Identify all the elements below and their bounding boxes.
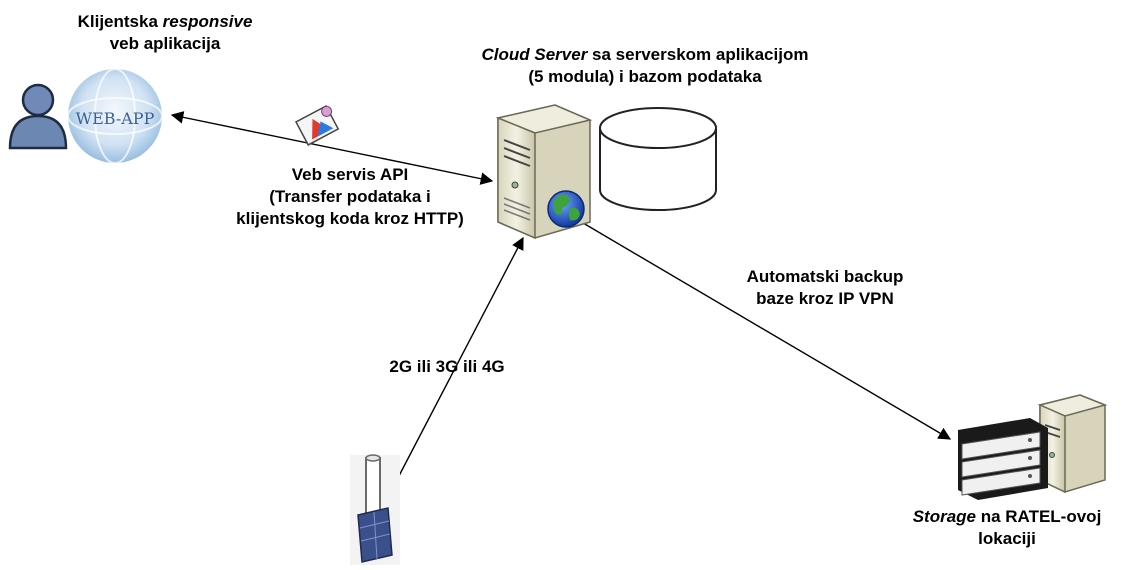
cloud-title-line2: (5 modula) i bazom podataka [528, 67, 762, 86]
api-label-line1: Veb servis API [291, 165, 409, 184]
api-link-label: Veb servis API (Transfer podataka i klij… [200, 164, 500, 230]
storage-title-line2: lokaciji [978, 529, 1036, 548]
mobile-device-icon [350, 454, 400, 565]
client-title: Klijentska responsive veb aplikacija [40, 11, 290, 55]
api-connection-line [170, 111, 494, 185]
api-label-line3: klijentskog koda kroz HTTP) [236, 209, 464, 228]
client-title-line2: veb aplikacija [109, 34, 221, 53]
cloud-title-italic: Cloud Server [481, 45, 588, 64]
client-title-italic: responsive [162, 12, 253, 31]
user-icon [8, 83, 68, 150]
mobile-label-text: 2G ili 3G ili 4G [389, 357, 505, 376]
client-title-plain: Klijentska [77, 12, 163, 31]
backup-link-label: Automatski backup baze kroz IP VPN [700, 266, 950, 310]
api-data-icon [294, 104, 340, 146]
database-icon [599, 107, 717, 211]
storage-title: Storage na RATEL-ovoj lokaciji [877, 506, 1137, 550]
web-app-globe-icon: WEB-APP [67, 68, 163, 164]
web-app-globe-label: WEB-APP [76, 109, 155, 128]
backup-label-line1: Automatski backup [746, 267, 904, 286]
cloud-title-rest: sa serverskom aplikacijom [587, 45, 809, 64]
backup-label-line2: baze kroz IP VPN [756, 289, 894, 308]
backup-connection-line [577, 219, 952, 440]
storage-title-rest: na RATEL-ovoj [976, 507, 1102, 526]
mobile-link-label: 2G ili 3G ili 4G [362, 356, 532, 378]
storage-rack-icon [958, 418, 1048, 500]
storage-title-italic: Storage [912, 507, 976, 526]
api-label-line2: (Transfer podataka i [269, 187, 431, 206]
internet-globe-icon [547, 190, 585, 228]
storage-server-icon [1037, 394, 1108, 494]
mobile-connection-line [388, 236, 524, 497]
cloud-server-title: Cloud Server sa serverskom aplikacijom (… [395, 44, 895, 88]
